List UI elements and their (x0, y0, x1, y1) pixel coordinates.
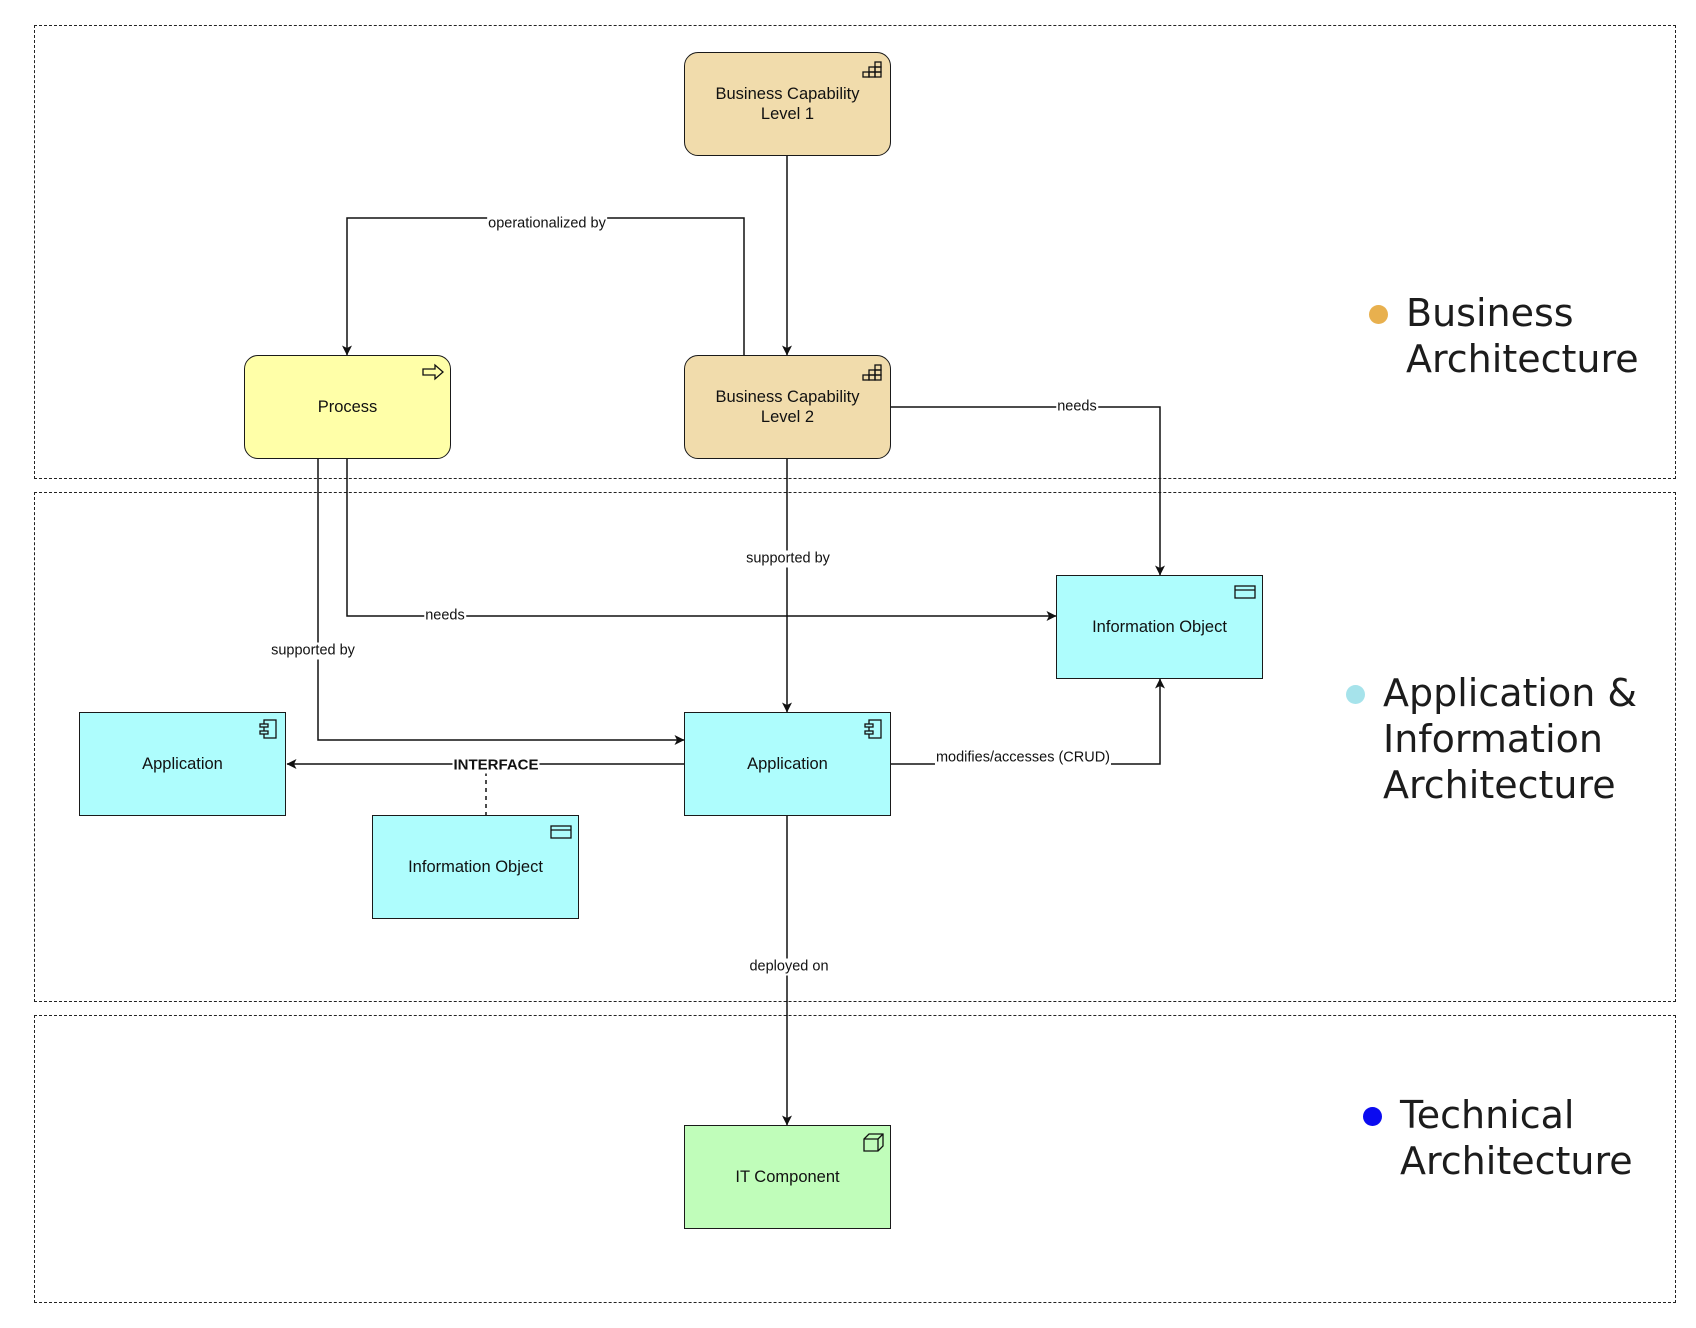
technical-layer-boundary (34, 1015, 1676, 1303)
edge-operationalized-by (342, 217, 745, 356)
edge-label-crud: modifies/accesses (CRUD) (934, 749, 1112, 767)
capability-icon (862, 61, 882, 78)
business-capability-level-2-node[interactable]: Business Capability Level 2 (684, 355, 891, 459)
capability-icon (862, 364, 882, 381)
node-label: IT Component (735, 1168, 840, 1186)
edge-label-operationalized-by: operationalized by (487, 215, 607, 233)
application-node-center[interactable]: Application (684, 712, 891, 816)
edge-label-supported-by-left: supported by (270, 642, 356, 660)
node-label: Business Capability Level 1 (715, 85, 860, 123)
process-arrow-icon (422, 363, 444, 381)
legend-label-application: Application & Information Architecture (1383, 671, 1638, 807)
edge-label-interface: INTERFACE (452, 756, 540, 774)
it-component-node[interactable]: IT Component (684, 1125, 891, 1229)
edge-label-needs-process: needs (424, 607, 466, 625)
node-label: Application (142, 755, 223, 773)
application-component-icon (864, 719, 882, 739)
node-label: Information Object (408, 858, 543, 876)
legend-dot-business (1369, 305, 1388, 324)
application-layer-boundary (34, 492, 1676, 1002)
edge-label-deployed-on: deployed on (748, 958, 830, 976)
information-object-icon (1234, 585, 1256, 599)
edge-label-supported-by-center: supported by (745, 550, 831, 568)
process-node[interactable]: Process (244, 355, 451, 459)
application-component-icon (259, 719, 277, 739)
node-label: Information Object (1092, 618, 1227, 636)
legend-dot-application (1346, 685, 1365, 704)
legend-application-architecture: Application & Information Architecture (1346, 670, 1637, 808)
edge-bc2-needs-info (891, 406, 1165, 576)
node-cube-icon (863, 1133, 884, 1152)
legend-label-technical: Technical Architecture (1400, 1093, 1633, 1183)
legend-technical-architecture: Technical Architecture (1363, 1092, 1633, 1184)
business-layer-boundary (34, 25, 1676, 479)
legend-dot-technical (1363, 1107, 1382, 1126)
business-capability-level-1-node[interactable]: Business Capability Level 1 (684, 52, 891, 156)
edge-process-needs-info (346, 459, 1057, 621)
application-node-left[interactable]: Application (79, 712, 286, 816)
legend-label-business: Business Architecture (1406, 291, 1639, 381)
edge-label-needs-top: needs (1056, 398, 1098, 416)
edge-process-supported-by-app (317, 459, 685, 745)
node-label: Application (747, 755, 828, 773)
information-object-icon (550, 825, 572, 839)
information-object-node-bottom[interactable]: Information Object (372, 815, 579, 919)
node-label: Process (317, 398, 378, 416)
legend-business-architecture: Business Architecture (1369, 290, 1639, 382)
information-object-node-right[interactable]: Information Object (1056, 575, 1263, 679)
node-label: Business Capability Level 2 (715, 388, 860, 426)
